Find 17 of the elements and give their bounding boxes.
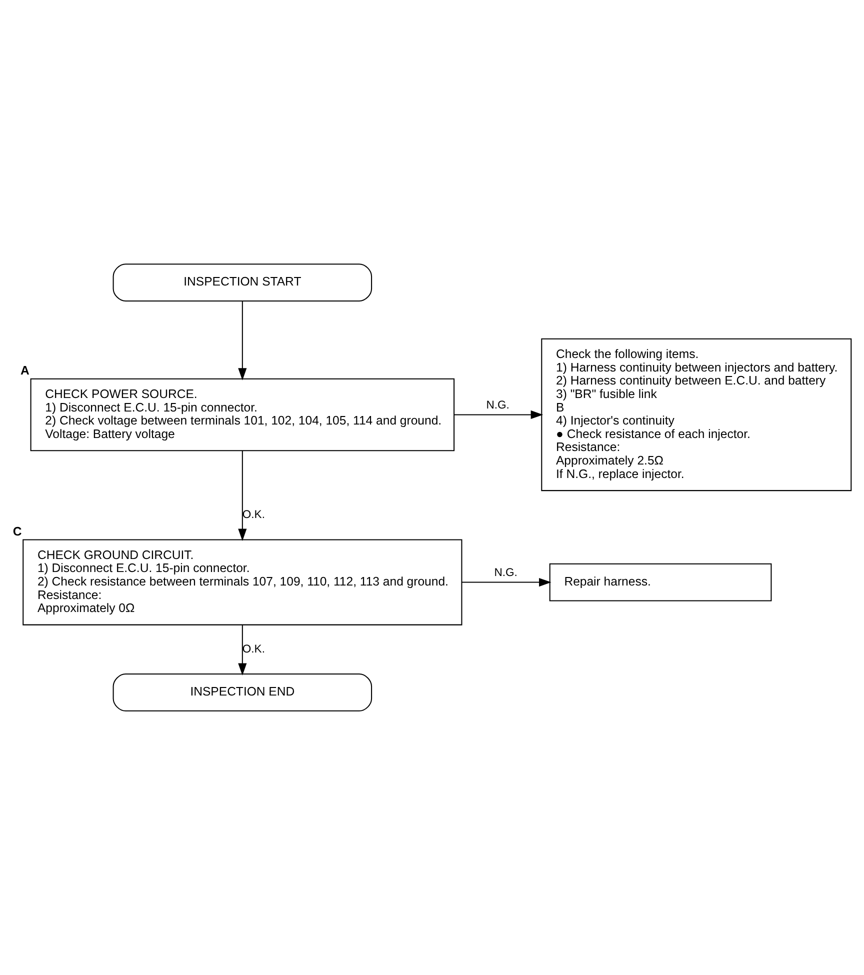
arrow [238,450,247,542]
node-box: Check the following items. 1) Harness continuity between injectors and battery. 2) Harness continuity between E.C.U. and battery 3) "BR" fusible link B 4) Injector's continuity ● Check resistance of each injector. Resistance: Approximately 2.5Ω If N.G., replace injector. [541,338,852,492]
node-label: A [20,363,30,378]
node-box: CHECK GROUND CIRCUIT. 1) Disconnect E.C.U. 15-pin connector. 2) Check resistance between terminals 107, 109, 110, 112, 113 and ground. Resistance: Approximately 0Ω [22,539,462,626]
edge-label: O.K. [242,509,265,522]
arrow [238,301,247,380]
node-box: Repair harness. [549,563,772,602]
node-box: INSPECTION END [112,674,372,712]
node-label: C [12,524,22,538]
edge-label: N.G. [494,566,518,579]
arrow [462,578,552,587]
arrow [238,625,247,676]
node-box: CHECK POWER SOURCE. 1) Disconnect E.C.U. 15-pin connector. 2) Check voltage between terminals 101, 102, 104, 105, 114 and ground. Voltage: Battery voltage [30,378,455,452]
arrow [454,410,544,420]
edge-label: N.G. [486,399,510,412]
edge-label: O.K. [242,643,265,656]
node-box: INSPECTION START [112,264,372,302]
